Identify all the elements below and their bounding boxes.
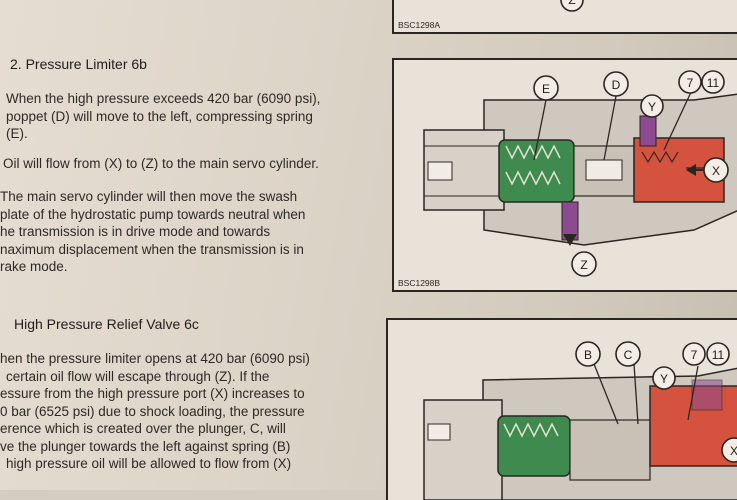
- label-marker-e: [533, 75, 559, 101]
- label-z-text: Z: [568, 0, 575, 7]
- spring-chamber-b: [497, 415, 571, 477]
- plunger-c: [569, 419, 651, 481]
- figure-pressure-limiter-graphic: E D 7 11 Y X Z: [423, 70, 737, 277]
- text-line: When the high pressure exceeds 420 bar (…: [6, 91, 321, 106]
- label-x-text: X: [730, 444, 737, 458]
- figure-top-graphic: Z: [560, 0, 584, 12]
- label-marker-z: [571, 251, 597, 277]
- figure-top: Z BSC1298A: [392, 0, 737, 34]
- label-x-text: X: [712, 164, 720, 178]
- label-y-text: Y: [660, 372, 668, 386]
- text-line: erence which is created over the plunger…: [0, 421, 286, 436]
- text-line: (E).: [6, 126, 28, 141]
- text-line: he transmission is in drive mode and tow…: [0, 224, 271, 239]
- spring-coil: [505, 144, 561, 160]
- label-marker-x: [703, 157, 729, 183]
- paragraph-pressure-limiter-2: Oil will flow from (X) to (Z) to the mai…: [3, 155, 319, 173]
- text-line: ve the plunger towards the left against …: [0, 438, 291, 454]
- label-marker-7: [678, 70, 702, 94]
- fitting-port: [427, 161, 453, 181]
- figure-code: BSC1298B: [398, 278, 441, 288]
- figure-relief-valve-graphic: B C 7 11 Y X: [423, 341, 737, 500]
- label-marker-11: [706, 342, 730, 366]
- text-line: certain oil flow will escape through (Z)…: [6, 368, 270, 384]
- text-line: naximum displacement when the transmissi…: [0, 241, 304, 257]
- text-line: essure from the high pressure port (X) i…: [0, 386, 305, 401]
- paragraph-relief-valve: hen the pressure limiter opens at 420 ba…: [0, 350, 310, 473]
- text-line: plate of the hydrostatic pump towards ne…: [0, 206, 306, 222]
- figure-pressure-limiter: E D 7 11 Y X Z BSC1298B: [392, 58, 737, 292]
- text-line: 0 bar (6525 psi) due to shock loading, t…: [0, 403, 305, 419]
- label-marker-c: [615, 341, 641, 367]
- section-heading-pressure-limiter: 2. Pressure Limiter 6b: [10, 56, 147, 72]
- label-e-text: E: [542, 82, 550, 96]
- label-marker-7: [682, 342, 706, 366]
- label-11-text: 11: [712, 348, 725, 362]
- label-b-text: B: [584, 348, 592, 362]
- label-z-text: Z: [580, 258, 587, 272]
- label-marker-y: [640, 94, 664, 118]
- left-fitting: [423, 399, 503, 500]
- label-7-text: 7: [691, 348, 698, 362]
- label-y-text: Y: [648, 100, 656, 114]
- paragraph-pressure-limiter-1: When the high pressure exceeds 420 bar (…: [6, 90, 320, 143]
- text-line: rake mode.: [0, 259, 68, 274]
- label-d-text: D: [612, 78, 621, 92]
- text-line: poppet (D) will move to the left, compre…: [6, 108, 313, 124]
- text-line: hen the pressure limiter opens at 420 ba…: [0, 351, 310, 366]
- text-line: high pressure oil will be allowed to flo…: [6, 456, 292, 471]
- label-marker-y: [652, 366, 676, 390]
- label-marker-11: [701, 70, 725, 94]
- figure-code: BSC1298A: [398, 20, 441, 30]
- label-marker-x: [721, 437, 737, 463]
- figure-relief-valve: B C 7 11 Y X: [386, 318, 737, 500]
- text-line: Oil will flow from (X) to (Z) to the mai…: [3, 156, 319, 171]
- text-line: The main servo cylinder will then move t…: [0, 189, 298, 204]
- port-y: [639, 115, 657, 147]
- label-marker-b: [575, 341, 601, 367]
- label-7-text: 7: [687, 76, 694, 90]
- section-heading-relief-valve: High Pressure Relief Valve 6c: [14, 316, 199, 332]
- label-11-text: 11: [707, 76, 720, 90]
- label-c-text: C: [624, 348, 633, 362]
- label-marker-d: [603, 71, 629, 97]
- paragraph-pressure-limiter-3: The main servo cylinder will then move t…: [0, 188, 305, 276]
- label-marker-z: [560, 0, 584, 12]
